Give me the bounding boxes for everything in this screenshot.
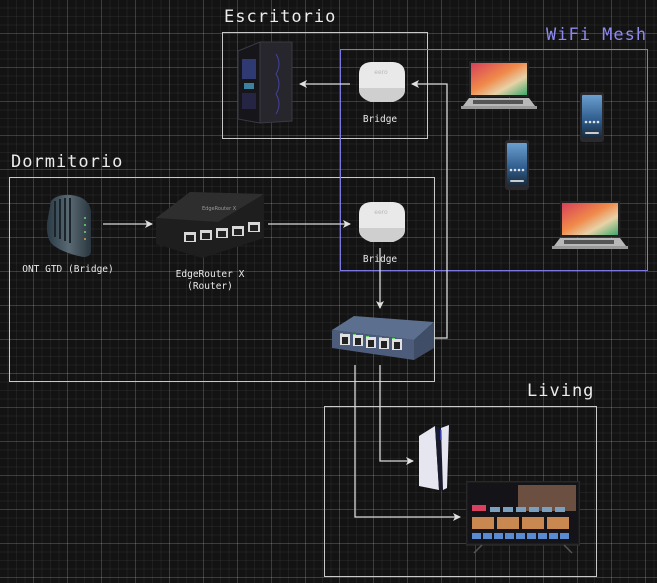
edgerouter-icon: EdgeRouter X bbox=[156, 192, 264, 258]
zone-title-living: Living bbox=[527, 381, 595, 401]
edgerouter-label-line1: EdgeRouter X bbox=[175, 269, 245, 280]
zone-title-escritorio: Escritorio bbox=[224, 7, 337, 27]
network-switch-icon bbox=[332, 316, 434, 360]
smartphone-icon bbox=[505, 140, 529, 190]
eero-dormitorio-label: Bridge bbox=[362, 254, 398, 265]
laptop-icon bbox=[552, 201, 628, 249]
zone-living bbox=[324, 406, 597, 577]
ont-label: ONT GTD (Bridge) bbox=[22, 264, 114, 275]
game-console-icon bbox=[419, 425, 449, 490]
desktop-tower-icon bbox=[237, 41, 293, 124]
laptop-icon bbox=[461, 61, 537, 109]
svg-text:eero: eero bbox=[374, 209, 388, 216]
smartphone-icon bbox=[580, 92, 604, 142]
edgerouter-brand-text: EdgeRouter X bbox=[202, 206, 237, 212]
eero-router-icon: eero bbox=[359, 202, 405, 242]
eero-router-icon: eero bbox=[359, 62, 405, 102]
eero-escritorio-label: Bridge bbox=[362, 114, 398, 125]
edgerouter-label-line2: (Router) bbox=[187, 281, 233, 292]
zone-title-dormitorio: Dormitorio bbox=[11, 152, 124, 172]
modem-icon bbox=[46, 194, 91, 257]
svg-text:eero: eero bbox=[374, 69, 388, 76]
smart-tv-icon bbox=[466, 481, 580, 554]
zone-wifi-mesh bbox=[340, 49, 648, 271]
zone-title-wifi-mesh: WiFi Mesh bbox=[546, 25, 648, 45]
